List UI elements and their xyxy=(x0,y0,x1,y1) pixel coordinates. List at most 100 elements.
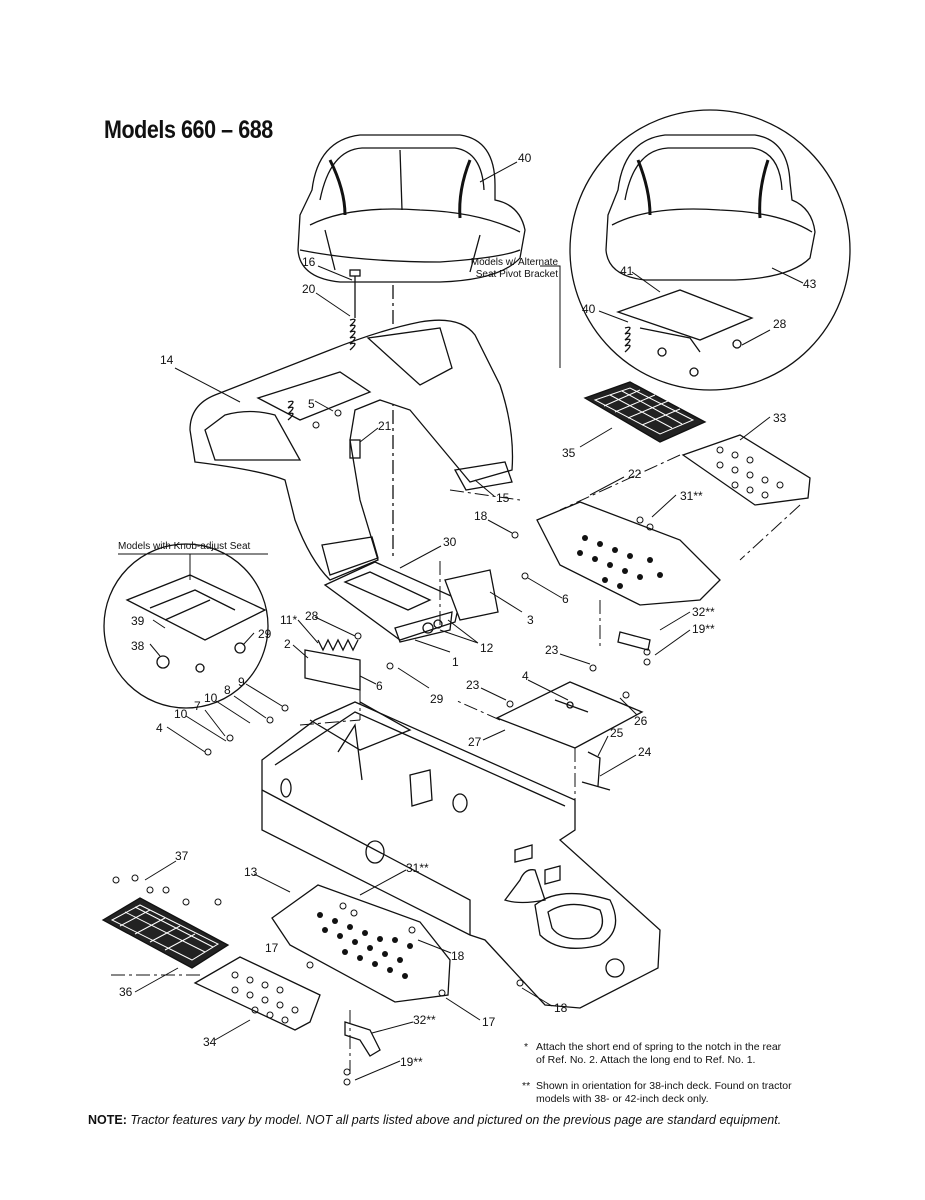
label-32b: 32** xyxy=(413,1013,436,1027)
label-31b: 31** xyxy=(406,861,429,875)
label-29a: 29 xyxy=(430,692,444,706)
bolt-part-16 xyxy=(349,269,361,318)
label-31a: 31** xyxy=(680,489,703,503)
label-28a: 28 xyxy=(305,609,319,623)
leader-lines xyxy=(118,161,804,1081)
label-7: 7 xyxy=(194,699,201,713)
label-34: 34 xyxy=(203,1035,217,1049)
label-26: 26 xyxy=(634,714,648,728)
footnote-double-star-mark: ** xyxy=(522,1080,531,1092)
footnote-double-star-line-1: Shown in orientation for 38-inch deck. F… xyxy=(536,1080,792,1092)
label-29b: 29 xyxy=(258,627,272,641)
label-18a: 18 xyxy=(474,509,488,523)
label-23b: 23 xyxy=(466,678,480,692)
seat-part-40-alt xyxy=(605,134,816,281)
note-text: Tractor features vary by model. NOT all … xyxy=(130,1113,782,1127)
seat-plate-part-30 xyxy=(323,561,461,643)
plate-part-27 xyxy=(495,681,644,749)
seat-part-40 xyxy=(297,134,526,283)
footnote-star-line-2: of Ref. No. 2. Attach the long end to Re… xyxy=(536,1054,756,1066)
knob-adjust-detail-circle xyxy=(103,543,269,709)
footrest-plate-part-34 xyxy=(193,956,321,1031)
label-23a: 23 xyxy=(545,643,559,657)
label-30: 30 xyxy=(443,535,457,549)
label-4b: 4 xyxy=(522,669,529,683)
label-8: 8 xyxy=(224,683,231,697)
floor-mat-part-36 xyxy=(101,897,230,969)
clip-part-21 xyxy=(349,439,361,459)
footnote-single-star: * Attach the short end of spring to the … xyxy=(524,1041,814,1067)
alternate-seat-callout: Models w/ Alternate Seat Pivot Bracket xyxy=(470,257,558,280)
knob-adjust-callout: Models with Knob-adjust Seat xyxy=(118,541,251,552)
label-10a: 10 xyxy=(204,691,218,705)
knob-part-12 xyxy=(422,619,443,634)
seat-bracket-part-41 xyxy=(616,289,754,341)
spring-part-11 xyxy=(317,638,359,652)
footnote-double-star: ** Shown in orientation for 38-inch deck… xyxy=(522,1080,822,1106)
label-36: 36 xyxy=(119,985,133,999)
label-5: 5 xyxy=(308,397,315,411)
spring-part-5 xyxy=(287,400,294,421)
label-10b: 10 xyxy=(174,707,188,721)
label-43: 43 xyxy=(803,277,817,291)
footnote-star-mark: * xyxy=(524,1041,529,1053)
label-41: 41 xyxy=(620,264,634,278)
rod-part-25 xyxy=(587,751,601,787)
label-3: 3 xyxy=(527,613,534,627)
label-1: 1 xyxy=(452,655,459,669)
page-title: Models 660 – 688 xyxy=(104,116,273,144)
frame-assembly xyxy=(261,701,661,1009)
label-16: 16 xyxy=(302,255,316,269)
label-40b: 40 xyxy=(582,302,596,316)
footnote-star-line-1: Attach the short end of spring to the no… xyxy=(536,1041,782,1053)
label-38: 38 xyxy=(131,639,145,653)
note-line: NOTE: Tractor features vary by model. NO… xyxy=(88,1113,781,1127)
label-6a: 6 xyxy=(562,592,569,606)
label-4a: 4 xyxy=(156,721,163,735)
fender-part-14 xyxy=(189,319,514,581)
footrest-plate-part-33 xyxy=(681,434,811,506)
floor-mat-part-35 xyxy=(583,381,707,443)
label-19a: 19** xyxy=(692,622,715,636)
label-11: 11* xyxy=(280,613,297,627)
rod-part-24 xyxy=(581,781,611,791)
alternate-bracket-detail-circle xyxy=(569,109,851,391)
label-24: 24 xyxy=(638,745,652,759)
spring-part-40-alt xyxy=(624,326,631,353)
assembly-lines xyxy=(108,454,801,1075)
label-33: 33 xyxy=(773,411,787,425)
label-9: 9 xyxy=(238,675,245,689)
bracket-part-3 xyxy=(444,569,499,621)
bracket-part-32 xyxy=(617,631,651,651)
label-28b: 28 xyxy=(773,317,787,331)
label-13: 13 xyxy=(244,865,258,879)
label-12: 12 xyxy=(480,641,494,655)
spring-part-20 xyxy=(349,318,356,351)
label-27: 27 xyxy=(468,735,482,749)
label-40a: 40 xyxy=(518,151,532,165)
fasteners xyxy=(112,409,654,1086)
label-15: 15 xyxy=(496,491,510,505)
bracket-part-32b xyxy=(344,1021,381,1057)
label-20: 20 xyxy=(302,282,316,296)
label-32a: 32** xyxy=(692,605,715,619)
label-21: 21 xyxy=(378,419,392,433)
label-22: 22 xyxy=(628,467,642,481)
label-19b: 19** xyxy=(400,1055,423,1069)
footnote-double-star-line-2: models with 38- or 42-inch deck only. xyxy=(536,1093,709,1105)
label-17b: 17 xyxy=(482,1015,496,1029)
bracket-part-2 xyxy=(304,649,361,691)
label-2: 2 xyxy=(284,637,291,651)
label-37: 37 xyxy=(175,849,189,863)
label-18b: 18 xyxy=(451,949,465,963)
footrest-part-22 xyxy=(536,501,721,606)
label-18c: 18 xyxy=(554,1001,568,1015)
label-35: 35 xyxy=(562,446,576,460)
label-39: 39 xyxy=(131,614,145,628)
part-labels: 40 16 20 14 5 21 15 18 30 6 3 12 1 11* 2… xyxy=(119,151,817,1069)
label-14: 14 xyxy=(160,353,174,367)
label-25: 25 xyxy=(610,726,624,740)
label-17a: 17 xyxy=(265,941,279,955)
note-label: NOTE: xyxy=(88,1113,127,1127)
